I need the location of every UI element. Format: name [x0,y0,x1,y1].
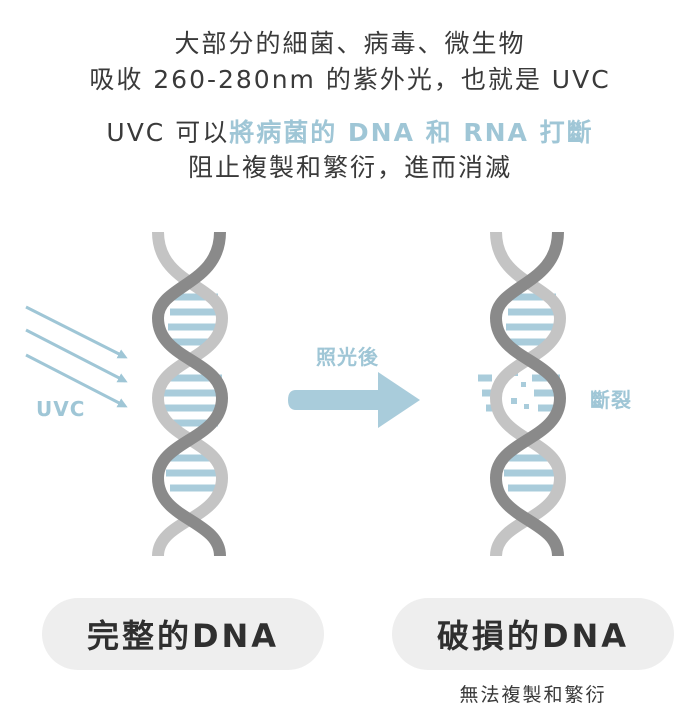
headline-highlight: 將病菌的 DNA 和 RNA 打斷 [229,118,594,147]
damaged-dna-icon [478,231,567,557]
intact-dna-caption: 完整的DNA [42,598,324,670]
after-light-label: 照光後 [316,345,379,369]
damaged-dna-caption: 破損的DNA [392,598,674,670]
headline-line-1: 大部分的細菌、病毒、微生物 [174,29,526,58]
broken-label: 斷裂 [590,388,632,412]
headline-line-4: 阻止複製和繁衍，進而消滅 [187,153,512,182]
headline-line-3: UVC 可以將病菌的 DNA 和 RNA 打斷 [0,113,700,149]
headline-line-3-prefix: UVC 可以 [106,118,230,147]
headline-line-2: 吸收 260-280nm 的紫外光，也就是 UVC [89,65,611,94]
uvc-label: UVC [36,397,86,421]
damaged-dna-note: 無法複製和繁衍 [459,684,607,706]
after-light-arrow-icon [288,372,420,428]
uvc-rays-icon [25,305,128,408]
intact-dna-icon [151,231,229,557]
